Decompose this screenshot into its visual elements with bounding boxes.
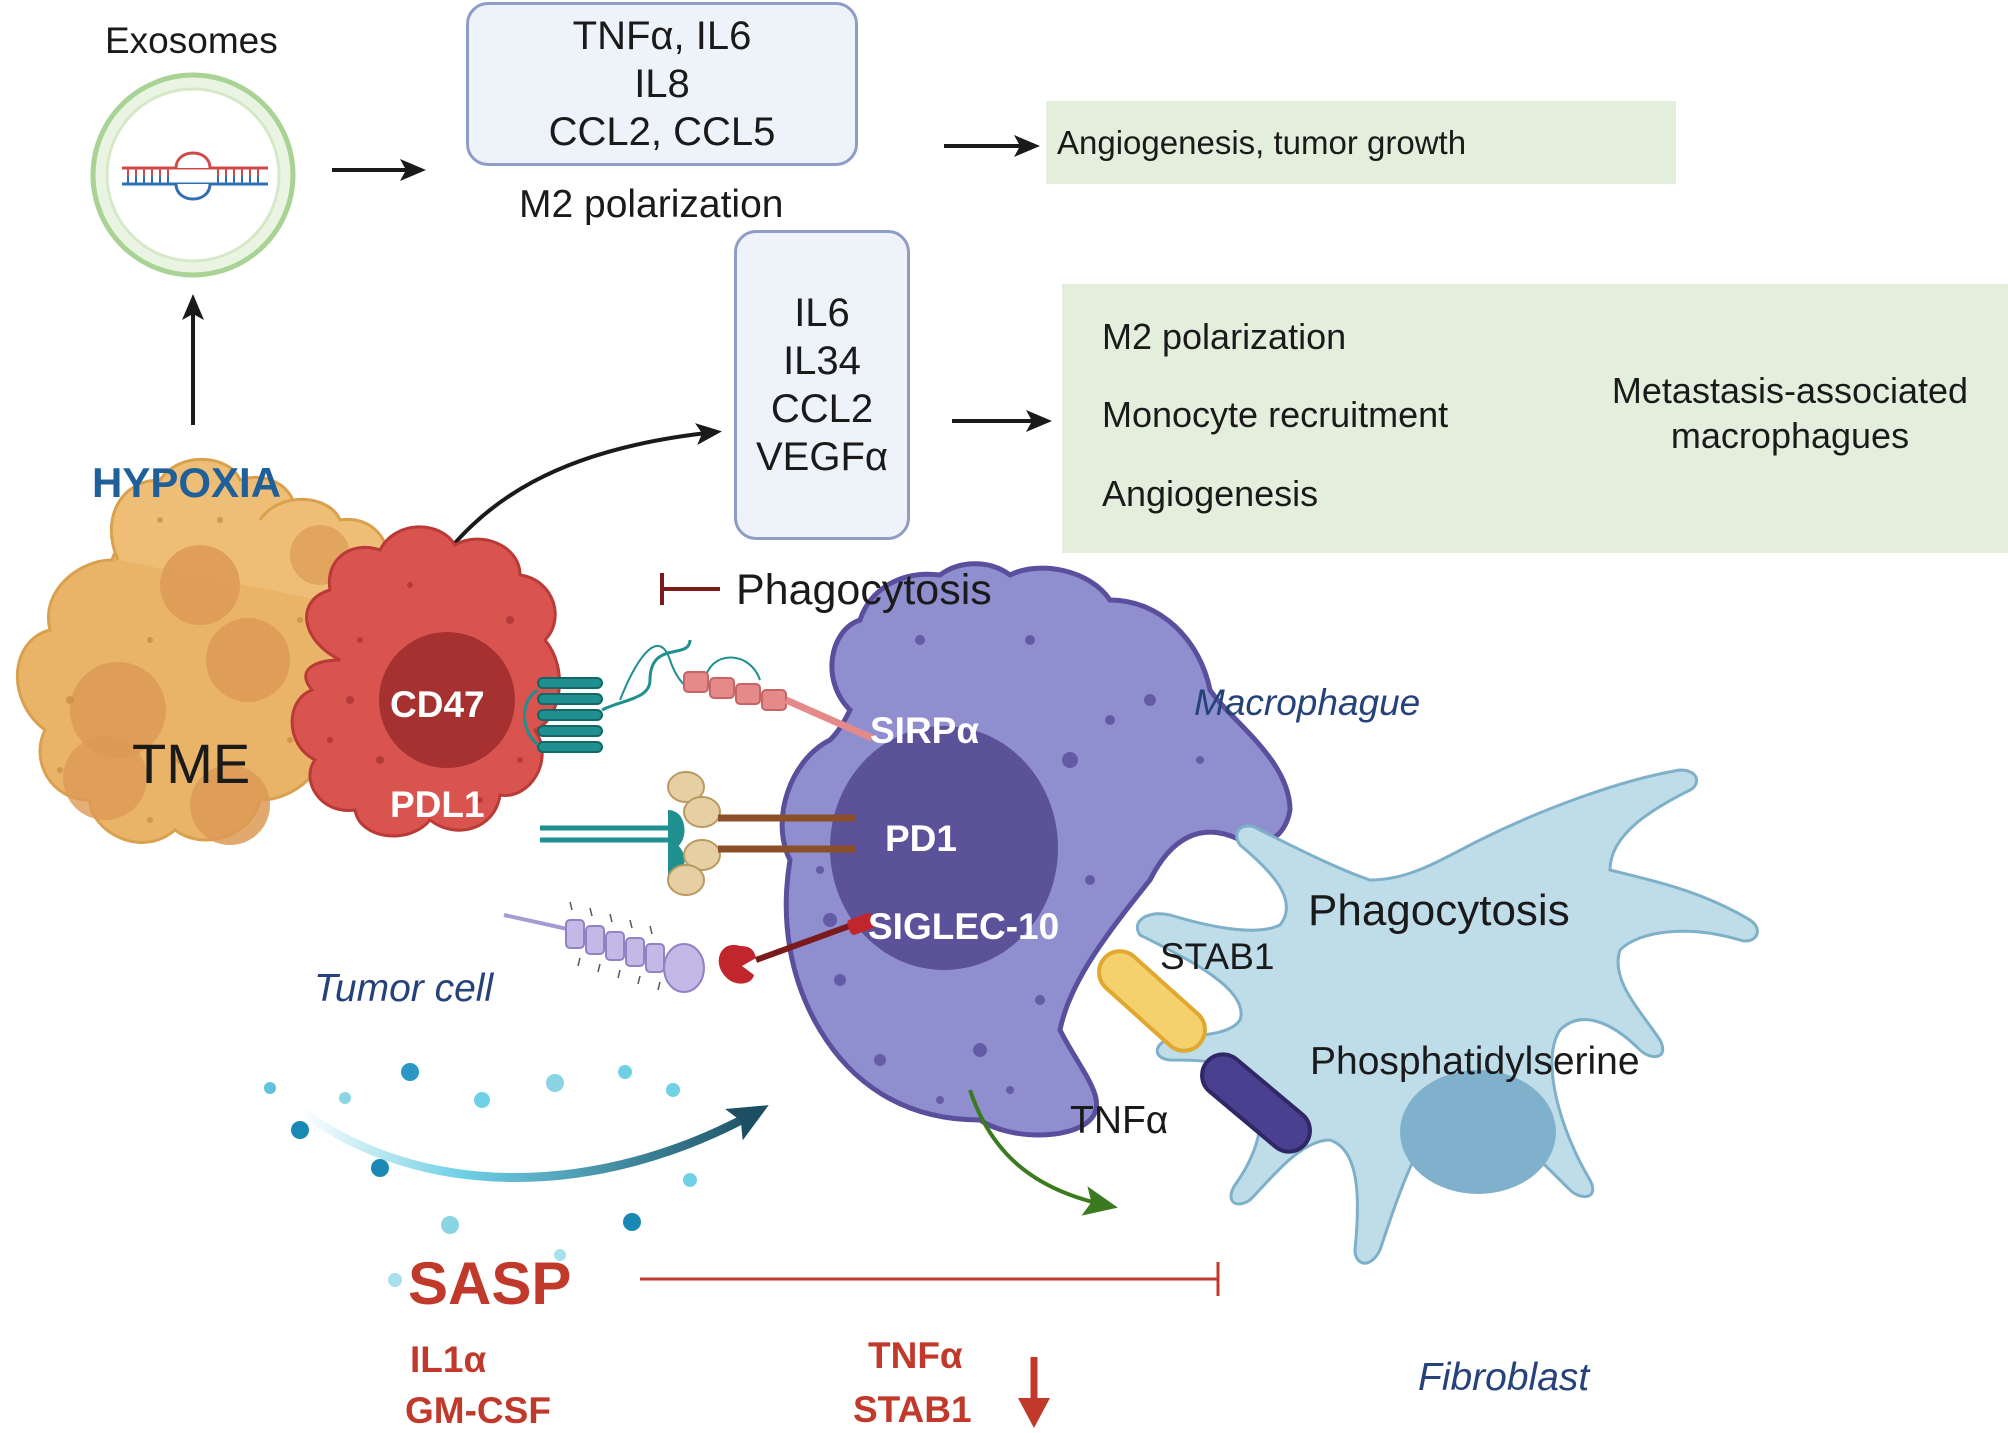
metastasis-macrophages-label: Metastasis-associated macrophagues [1611, 370, 1969, 456]
pdl1-label: PDL1 [390, 784, 485, 825]
exosomes-label: Exosomes [105, 20, 278, 61]
cytokine-line: VEGFα [755, 435, 889, 479]
monocyte-recruitment-outcome: Monocyte recruitment [1102, 394, 1449, 435]
cd47-sirpa-receptor-icon [523, 639, 874, 753]
cytokine-line: CCL2, CCL5 [548, 110, 776, 154]
cytokine-box-1: TNFα, IL6 IL8 CCL2, CCL5 [466, 2, 858, 166]
phosphatidylserine-icon [1200, 1052, 1312, 1154]
cd24-siglec10-receptor-icon [503, 901, 875, 993]
fibroblast-cell-shape [1136, 768, 1759, 1265]
angiogenesis-tumor-growth-label: Angiogenesis, tumor growth [1057, 124, 1467, 161]
inhibition-bar-icon [660, 573, 720, 605]
sasp-effect-stab1: STAB1 [853, 1389, 972, 1430]
stab1-receptor-icon [1097, 949, 1207, 1053]
fibroblast-label: Fibroblast [1418, 1356, 1590, 1399]
outcome-box-1: Angiogenesis, tumor growth [1046, 101, 1676, 184]
cytokine-line: IL34 [783, 339, 861, 383]
stab1-label: STAB1 [1160, 936, 1275, 977]
macrophage-label: Macrophague [1194, 682, 1421, 723]
cytokine-line: IL8 [634, 62, 690, 106]
sasp-factor-il1a: IL1α [410, 1339, 487, 1380]
outcome-box-2 [1062, 284, 2008, 553]
arrow-tnfa-release [968, 1089, 1118, 1216]
pd1-label: PD1 [885, 818, 957, 859]
sasp-inhibition-line [640, 1262, 1220, 1296]
macrophage-cell-shape [779, 561, 1293, 1138]
siglec10-label: SIGLEC-10 [868, 906, 1060, 947]
sirpa-label: SIRPα [870, 710, 980, 751]
exosome-vesicle-icon [90, 72, 296, 278]
tnfa-label: TNFα [1070, 1099, 1169, 1142]
tumor-cell-label: Tumor cell [314, 967, 494, 1010]
m2-polarization-outcome: M2 polarization [1102, 316, 1347, 357]
phagocytosis-inhibited-label: Phagocytosis [736, 566, 992, 614]
pdl1-pd1-receptor-icon [540, 771, 855, 896]
down-arrow-icon [1018, 1357, 1050, 1428]
phosphatidylserine-label: Phosphatidylserine [1310, 1040, 1640, 1083]
phagocytosis-label: Phagocytosis [1308, 886, 1570, 935]
cd24-label: CD24 [390, 865, 485, 906]
cytokine-box-2: IL6 IL34 CCL2 VEGFα [734, 230, 910, 540]
sasp-label: SASP [408, 1250, 572, 1317]
sasp-effect-tnfa: TNFα [868, 1335, 963, 1376]
sasp-factor-gmcsf: GM-CSF [405, 1390, 551, 1431]
tme-label: TME [132, 732, 251, 795]
m2-polarization-label: M2 polarization [519, 183, 784, 226]
cd47-label: CD47 [390, 684, 485, 725]
cytokine-line: IL6 [794, 291, 850, 335]
angiogenesis-outcome: Angiogenesis [1102, 473, 1319, 514]
tumor-cell-shape [290, 525, 561, 838]
cytokine-line: TNFα, IL6 [572, 14, 752, 58]
cytokine-line: CCL2 [770, 387, 874, 431]
tme-cell-cluster [15, 457, 401, 845]
arrow-sasp-to-macrophage [297, 1105, 769, 1182]
sasp-secretion-dots [264, 1063, 697, 1287]
hypoxia-label: HYPOXIA [92, 459, 282, 506]
